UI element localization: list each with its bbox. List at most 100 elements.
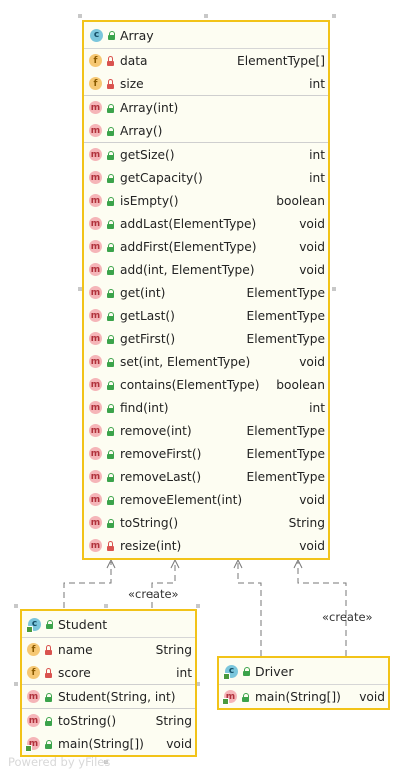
private-lock-icon — [44, 667, 53, 678]
public-unlock-icon — [106, 196, 115, 206]
method-icon: m — [89, 447, 102, 460]
member-name: isEmpty() — [120, 193, 179, 208]
selection-handle[interactable] — [104, 604, 108, 608]
member-name: toString() — [58, 713, 117, 728]
field-icon: f — [89, 54, 102, 67]
member-name: main(String[]) — [255, 689, 341, 704]
selection-handle[interactable] — [332, 14, 336, 18]
method-icon: m — [89, 286, 102, 299]
method-icon: m — [89, 401, 102, 414]
member-name: Student(String, int) — [58, 689, 176, 704]
member-type: ElementType — [246, 308, 325, 323]
selection-handle[interactable] — [332, 287, 336, 291]
field-icon: f — [89, 77, 102, 90]
public-unlock-icon — [106, 449, 115, 459]
member-name: resize(int) — [120, 538, 182, 553]
public-unlock-icon — [106, 126, 115, 136]
member-type: void — [299, 262, 325, 277]
member-name: size — [120, 76, 144, 91]
member-name: remove(int) — [120, 423, 192, 438]
member-type: void — [299, 216, 325, 231]
public-unlock-icon — [106, 426, 115, 436]
method-icon: m — [89, 217, 102, 230]
public-unlock-icon — [106, 150, 115, 160]
member-name: getSize() — [120, 147, 175, 162]
selection-handle[interactable] — [78, 14, 82, 18]
member-type: ElementType — [246, 423, 325, 438]
method-icon: m — [27, 714, 40, 727]
member-name: getFirst() — [120, 331, 176, 346]
create-label: «create» — [322, 610, 373, 624]
method-icon: m — [89, 194, 102, 207]
member-type: int — [309, 170, 325, 185]
selection-handle[interactable] — [196, 682, 200, 686]
private-lock-icon — [106, 540, 115, 551]
selection-handle[interactable] — [14, 682, 18, 686]
member-type: void — [299, 538, 325, 553]
public-unlock-icon — [44, 739, 53, 749]
member-name: main(String[]) — [58, 736, 144, 751]
public-unlock-icon — [106, 495, 115, 505]
method-icon: m — [89, 309, 102, 322]
member-type: ElementType — [246, 285, 325, 300]
selection-handle[interactable] — [104, 760, 108, 764]
selection-handle[interactable] — [196, 604, 200, 608]
public-unlock-icon — [106, 334, 115, 344]
member-type: ElementType — [246, 469, 325, 484]
selection-handle[interactable] — [78, 287, 82, 291]
arrowhead-1 — [106, 558, 116, 569]
public-unlock-icon — [242, 666, 251, 676]
public-unlock-icon — [45, 619, 54, 629]
class-icon: c — [90, 28, 103, 42]
member-type: int — [176, 665, 192, 680]
member-name: removeFirst() — [120, 446, 202, 461]
member-name: contains(ElementType) — [120, 377, 260, 392]
selection-handle[interactable] — [14, 604, 18, 608]
selection-handle[interactable] — [204, 14, 208, 18]
public-unlock-icon — [106, 173, 115, 183]
public-unlock-icon — [106, 288, 115, 298]
private-lock-icon — [44, 644, 53, 655]
method-icon: m — [89, 493, 102, 506]
public-unlock-icon — [44, 692, 53, 702]
member-type: void — [299, 354, 325, 369]
method-icon: m — [89, 148, 102, 161]
